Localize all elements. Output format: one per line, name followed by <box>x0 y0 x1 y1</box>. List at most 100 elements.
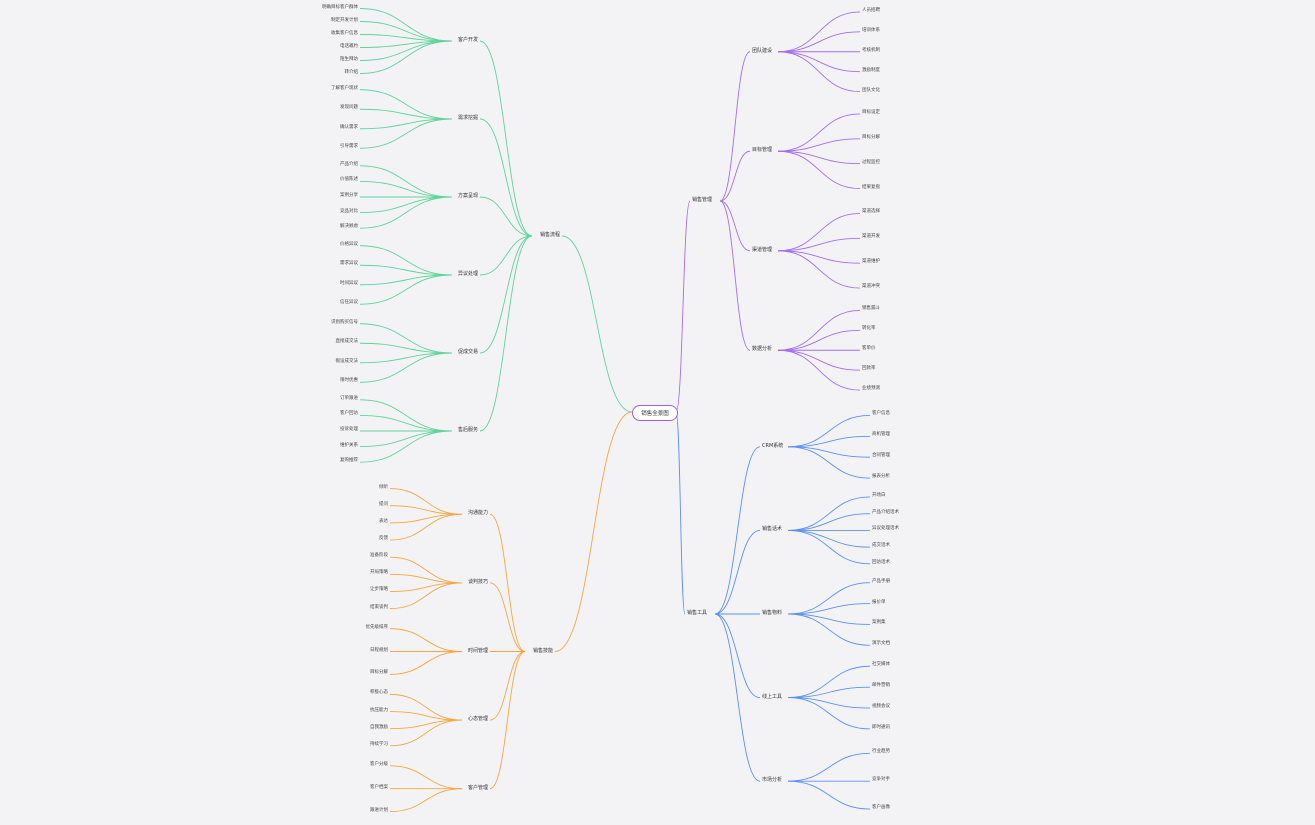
leaf-node[interactable]: 产品手册 <box>872 578 890 584</box>
leaf-node[interactable]: 抗压能力 <box>370 707 388 713</box>
group-node[interactable]: 时间管理 <box>467 647 488 654</box>
leaf-node[interactable]: 考核机制 <box>862 47 880 53</box>
group-node[interactable]: 团队建设 <box>752 47 773 54</box>
leaf-node[interactable]: 客户画像 <box>872 805 890 811</box>
leaf-node[interactable]: 直接成交法 <box>335 339 359 345</box>
leaf-node[interactable]: 信任异议 <box>340 300 358 306</box>
root-node[interactable]: 销售全景图 <box>632 405 678 421</box>
leaf-node[interactable]: 报表分析 <box>872 474 890 480</box>
group-node[interactable]: 客户开发 <box>457 37 478 43</box>
leaf-node[interactable]: 目标分解 <box>370 670 388 676</box>
leaf-node[interactable]: 倾听 <box>379 484 388 490</box>
leaf-node[interactable]: 表达 <box>379 518 388 524</box>
leaf-node[interactable]: 识别购买信号 <box>331 319 358 325</box>
leaf-node[interactable]: 结束谈判 <box>370 604 388 610</box>
leaf-node[interactable]: 提问 <box>379 501 388 507</box>
leaf-node[interactable]: 报价单 <box>872 599 886 605</box>
leaf-node[interactable]: 客户回访 <box>340 411 358 417</box>
leaf-node[interactable]: 积极心态 <box>370 690 388 696</box>
leaf-node[interactable]: 激励制度 <box>862 67 880 73</box>
leaf-node[interactable]: 业绩预测 <box>862 386 880 392</box>
leaf-node[interactable]: 假设成交法 <box>335 358 359 364</box>
leaf-node[interactable]: 订单跟进 <box>340 395 358 401</box>
leaf-node[interactable]: 引导需求 <box>340 144 358 150</box>
leaf-node[interactable]: 价格异议 <box>340 241 358 247</box>
leaf-node[interactable]: 开场白 <box>872 492 886 498</box>
group-node[interactable]: 目标管理 <box>752 147 773 154</box>
group-node[interactable]: CRM系统 <box>762 442 784 449</box>
leaf-node[interactable]: 维护关系 <box>340 442 358 448</box>
leaf-node[interactable]: 开局策略 <box>370 570 388 576</box>
leaf-node[interactable]: 目标设定 <box>862 109 880 115</box>
leaf-node[interactable]: 收集客户信息 <box>331 30 358 36</box>
leaf-node[interactable]: 日程规划 <box>370 647 388 653</box>
leaf-node[interactable]: 团队文化 <box>862 87 880 93</box>
leaf-node[interactable]: 投诉处理 <box>340 427 358 432</box>
leaf-node[interactable]: 邮件营销 <box>872 683 890 689</box>
group-node[interactable]: 客户管理 <box>467 784 488 791</box>
leaf-node[interactable]: 异议处理话术 <box>872 526 899 532</box>
leaf-node[interactable]: 回款率 <box>862 366 876 372</box>
leaf-node[interactable]: 限时优惠 <box>340 378 358 384</box>
leaf-node[interactable]: 了解客户现状 <box>331 85 358 91</box>
group-node[interactable]: 需求挖掘 <box>457 115 478 121</box>
leaf-node[interactable]: 需求异议 <box>340 261 358 267</box>
leaf-node[interactable]: 转介绍 <box>344 69 359 75</box>
branch-node[interactable]: 销售流程 <box>539 232 560 238</box>
leaf-node[interactable]: 产品介绍 <box>340 161 358 167</box>
leaf-node[interactable]: 渠道维护 <box>862 259 880 265</box>
leaf-node[interactable]: 跟进计划 <box>370 807 388 813</box>
group-node[interactable]: 沟通能力 <box>467 510 488 517</box>
leaf-node[interactable]: 反馈 <box>379 536 388 542</box>
leaf-node[interactable]: 竞争对手 <box>872 777 890 783</box>
leaf-node[interactable]: 解决顾虑 <box>340 224 358 230</box>
leaf-node[interactable]: 自我激励 <box>370 724 388 730</box>
leaf-node[interactable]: 合同管理 <box>872 453 890 459</box>
leaf-node[interactable]: 明确目标客户群体 <box>322 4 358 10</box>
leaf-node[interactable]: 人员招聘 <box>862 7 880 13</box>
leaf-node[interactable]: 客单价 <box>862 346 876 352</box>
group-node[interactable]: 渠道管理 <box>752 246 773 253</box>
group-node[interactable]: 销售物料 <box>762 610 783 616</box>
leaf-node[interactable]: 过程监控 <box>862 159 880 165</box>
leaf-node[interactable]: 复购推荐 <box>340 458 358 464</box>
leaf-node[interactable]: 准备阶段 <box>370 553 388 559</box>
leaf-node[interactable]: 客户信息 <box>872 411 890 417</box>
leaf-node[interactable]: 销售漏斗 <box>862 306 880 312</box>
leaf-node[interactable]: 案例集 <box>872 620 886 626</box>
leaf-node[interactable]: 发现问题 <box>340 105 358 111</box>
branch-node[interactable]: 销售管理 <box>692 197 713 203</box>
leaf-node[interactable]: 渠道选择 <box>862 209 880 215</box>
group-node[interactable]: 异议处理 <box>457 271 478 277</box>
leaf-node[interactable]: 视频会议 <box>872 704 890 710</box>
group-node[interactable]: 线上工具 <box>762 693 783 700</box>
leaf-node[interactable]: 即时通讯 <box>872 724 890 730</box>
branch-node[interactable]: 销售工具 <box>687 610 708 616</box>
leaf-node[interactable]: 培训体系 <box>862 27 880 33</box>
leaf-node[interactable]: 优先级排序 <box>365 624 389 630</box>
leaf-node[interactable]: 渠道冲突 <box>862 284 880 290</box>
leaf-node[interactable]: 目标分解 <box>862 134 880 140</box>
leaf-node[interactable]: 让步策略 <box>370 587 388 593</box>
leaf-node[interactable]: 结果复盘 <box>862 184 880 190</box>
group-node[interactable]: 促成交易 <box>457 349 478 355</box>
leaf-node[interactable]: 演示文档 <box>872 641 890 647</box>
leaf-node[interactable]: 电话邀约 <box>340 43 358 49</box>
group-node[interactable]: 售后服务 <box>457 427 478 433</box>
leaf-node[interactable]: 渠道开发 <box>862 234 880 240</box>
leaf-node[interactable]: 持续学习 <box>370 741 388 747</box>
leaf-node[interactable]: 陌生拜访 <box>340 56 358 62</box>
leaf-node[interactable]: 案例分享 <box>340 193 358 198</box>
leaf-node[interactable]: 竞品对比 <box>340 208 358 214</box>
leaf-node[interactable]: 社交媒体 <box>872 662 890 668</box>
leaf-node[interactable]: 客户档案 <box>370 784 388 790</box>
leaf-node[interactable]: 回访话术 <box>872 559 890 565</box>
leaf-node[interactable]: 价值陈述 <box>340 177 358 183</box>
group-node[interactable]: 方案呈现 <box>457 193 478 199</box>
leaf-node[interactable]: 产品介绍话术 <box>872 509 899 515</box>
group-node[interactable]: 数据分析 <box>752 346 773 353</box>
leaf-node[interactable]: 客户分级 <box>370 761 388 767</box>
branch-node[interactable]: 销售技能 <box>532 647 553 654</box>
leaf-node[interactable]: 制定开发计划 <box>331 17 358 23</box>
leaf-node[interactable]: 成交话术 <box>872 543 890 549</box>
